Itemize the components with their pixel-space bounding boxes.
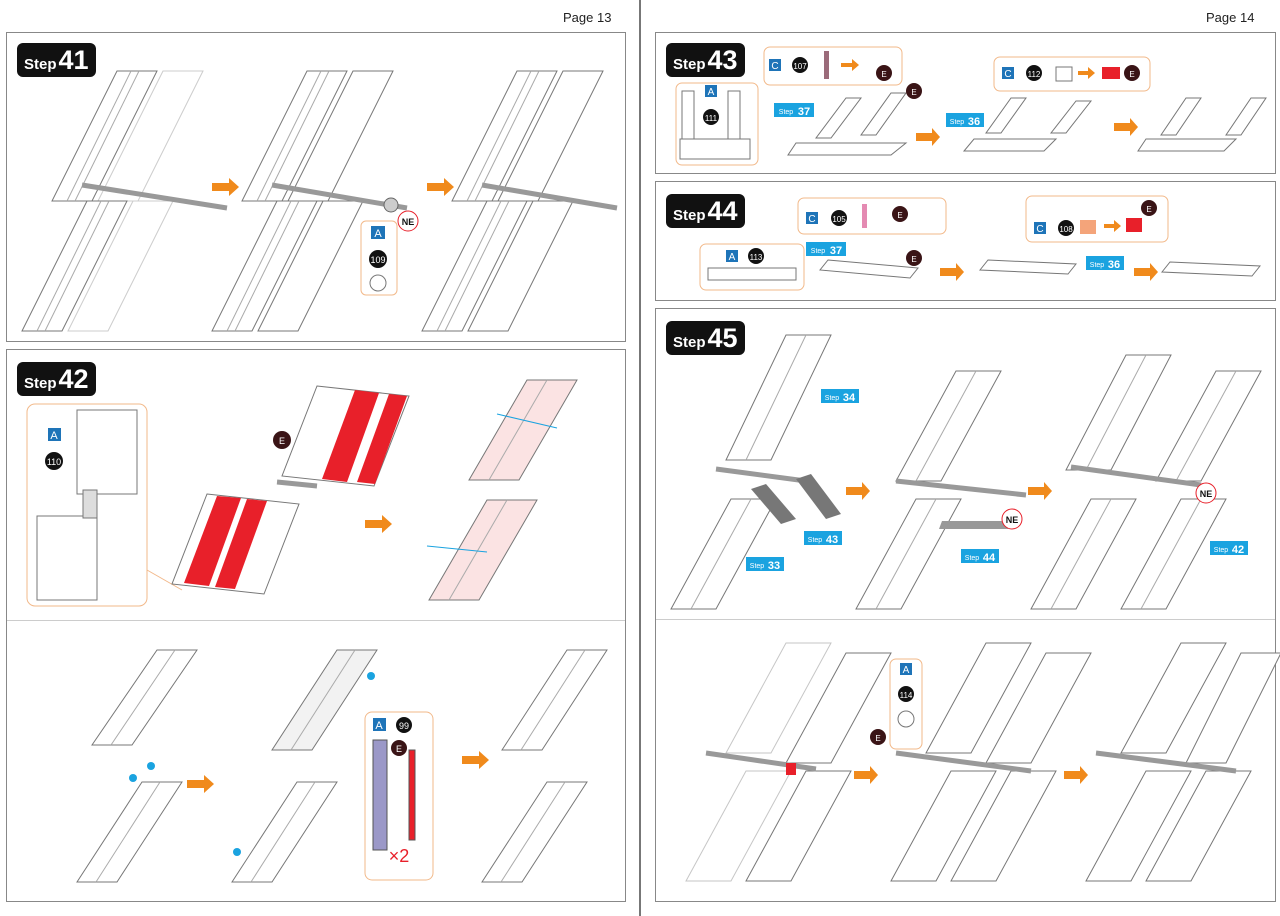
e-tag: E: [875, 734, 880, 743]
part-letter: C: [1004, 69, 1011, 80]
quantity-label: ×2: [389, 846, 410, 866]
part-letter: A: [375, 720, 383, 732]
e-tag: E: [911, 255, 916, 264]
part-number: 108: [1059, 225, 1073, 234]
step-word: Step: [673, 334, 706, 351]
step-ref-word: Step: [1090, 262, 1105, 269]
step-word: Step: [24, 375, 57, 392]
ne-tag: NE: [1006, 515, 1019, 525]
step-42-illustration: A 110 E A 99 E ×: [26, 379, 608, 883]
part-number: 114: [900, 691, 913, 700]
part-letter: A: [374, 228, 382, 240]
part-letter: C: [771, 61, 778, 72]
step-ref-number: 37: [830, 245, 842, 257]
step-number: 41: [58, 45, 89, 75]
step-44-illustration: A 113 C 105 E Step 37 E C 108 E Step 36: [699, 195, 1262, 291]
step-45-panel: Step45 Step 34 Step 33 Step 43 NE Step 4…: [655, 308, 1280, 902]
part-letter: C: [1036, 224, 1043, 235]
step-43-panel: Step43 A 111 C 107 E Step 37 E C 112: [655, 32, 1276, 174]
part-number: 113: [750, 253, 763, 262]
sub-step-divider: [656, 619, 1275, 620]
e-tag: E: [279, 436, 285, 446]
step-41-panel: Step41 A 109 NE: [6, 32, 626, 342]
part-letter: A: [708, 87, 715, 98]
step-45-badge: Step45: [666, 321, 745, 355]
step-word: Step: [673, 56, 706, 73]
step-ref-word: Step: [750, 563, 765, 570]
step-ref-number: 36: [968, 116, 980, 128]
e-tag: E: [881, 70, 886, 79]
step-number: 45: [707, 323, 738, 353]
step-ref-word: Step: [779, 109, 794, 116]
part-number: 109: [370, 255, 385, 265]
step-44-badge: Step44: [666, 194, 745, 228]
step-ref-number: 42: [1232, 544, 1244, 556]
step-number: 44: [707, 196, 738, 226]
part-letter: A: [50, 430, 58, 442]
step-ref-number: 33: [768, 560, 780, 572]
step-43-badge: Step43: [666, 43, 745, 77]
step-ref-word: Step: [965, 555, 980, 562]
page-number-right: Page 14: [1206, 10, 1255, 25]
step-number: 43: [707, 45, 738, 75]
step-ref-number: 34: [843, 392, 856, 404]
step-ref-word: Step: [1214, 547, 1229, 554]
step-44-panel: Step44 A 113 C 105 E Step 37 E C 108 E: [655, 181, 1276, 301]
part-number: 99: [399, 721, 409, 731]
page-divider: [639, 0, 641, 916]
step-41-badge: Step41: [17, 43, 96, 77]
step-43-illustration: A 111 C 107 E Step 37 E C 112 E Step 36: [675, 46, 1267, 166]
part-number: 105: [832, 215, 846, 224]
step-word: Step: [24, 56, 57, 73]
step-45-illustration: Step 34 Step 33 Step 43 NE Step 44 NE St…: [670, 334, 1280, 882]
step-ref-word: Step: [811, 248, 826, 255]
step-ref-number: 43: [826, 534, 838, 546]
e-tag: E: [911, 88, 916, 97]
page-number-left: Page 13: [563, 10, 612, 25]
step-number: 42: [58, 364, 89, 394]
part-number: 111: [705, 114, 718, 123]
step-ref-word: Step: [950, 119, 965, 126]
e-tag: E: [1146, 205, 1151, 214]
e-tag: E: [396, 744, 402, 754]
part-number: 112: [1028, 70, 1041, 79]
step-ref-number: 44: [983, 552, 996, 564]
ne-tag: NE: [402, 217, 415, 227]
e-tag: E: [897, 211, 902, 220]
step-ref-number: 37: [798, 106, 810, 118]
part-letter: A: [903, 665, 910, 676]
step-ref-word: Step: [825, 395, 840, 402]
sub-step-divider: [7, 620, 625, 621]
part-letter: A: [729, 252, 736, 263]
step-ref-word: Step: [808, 537, 823, 544]
part-letter: C: [808, 214, 815, 225]
step-42-badge: Step42: [17, 362, 96, 396]
step-42-panel: Step42 A 110 E A: [6, 349, 626, 902]
part-number: 110: [47, 457, 61, 467]
part-number: 107: [793, 62, 807, 71]
e-tag: E: [1129, 70, 1134, 79]
step-41-illustration: A 109 NE: [21, 70, 618, 332]
step-ref-number: 36: [1108, 259, 1120, 271]
step-word: Step: [673, 207, 706, 224]
ne-tag: NE: [1200, 489, 1213, 499]
